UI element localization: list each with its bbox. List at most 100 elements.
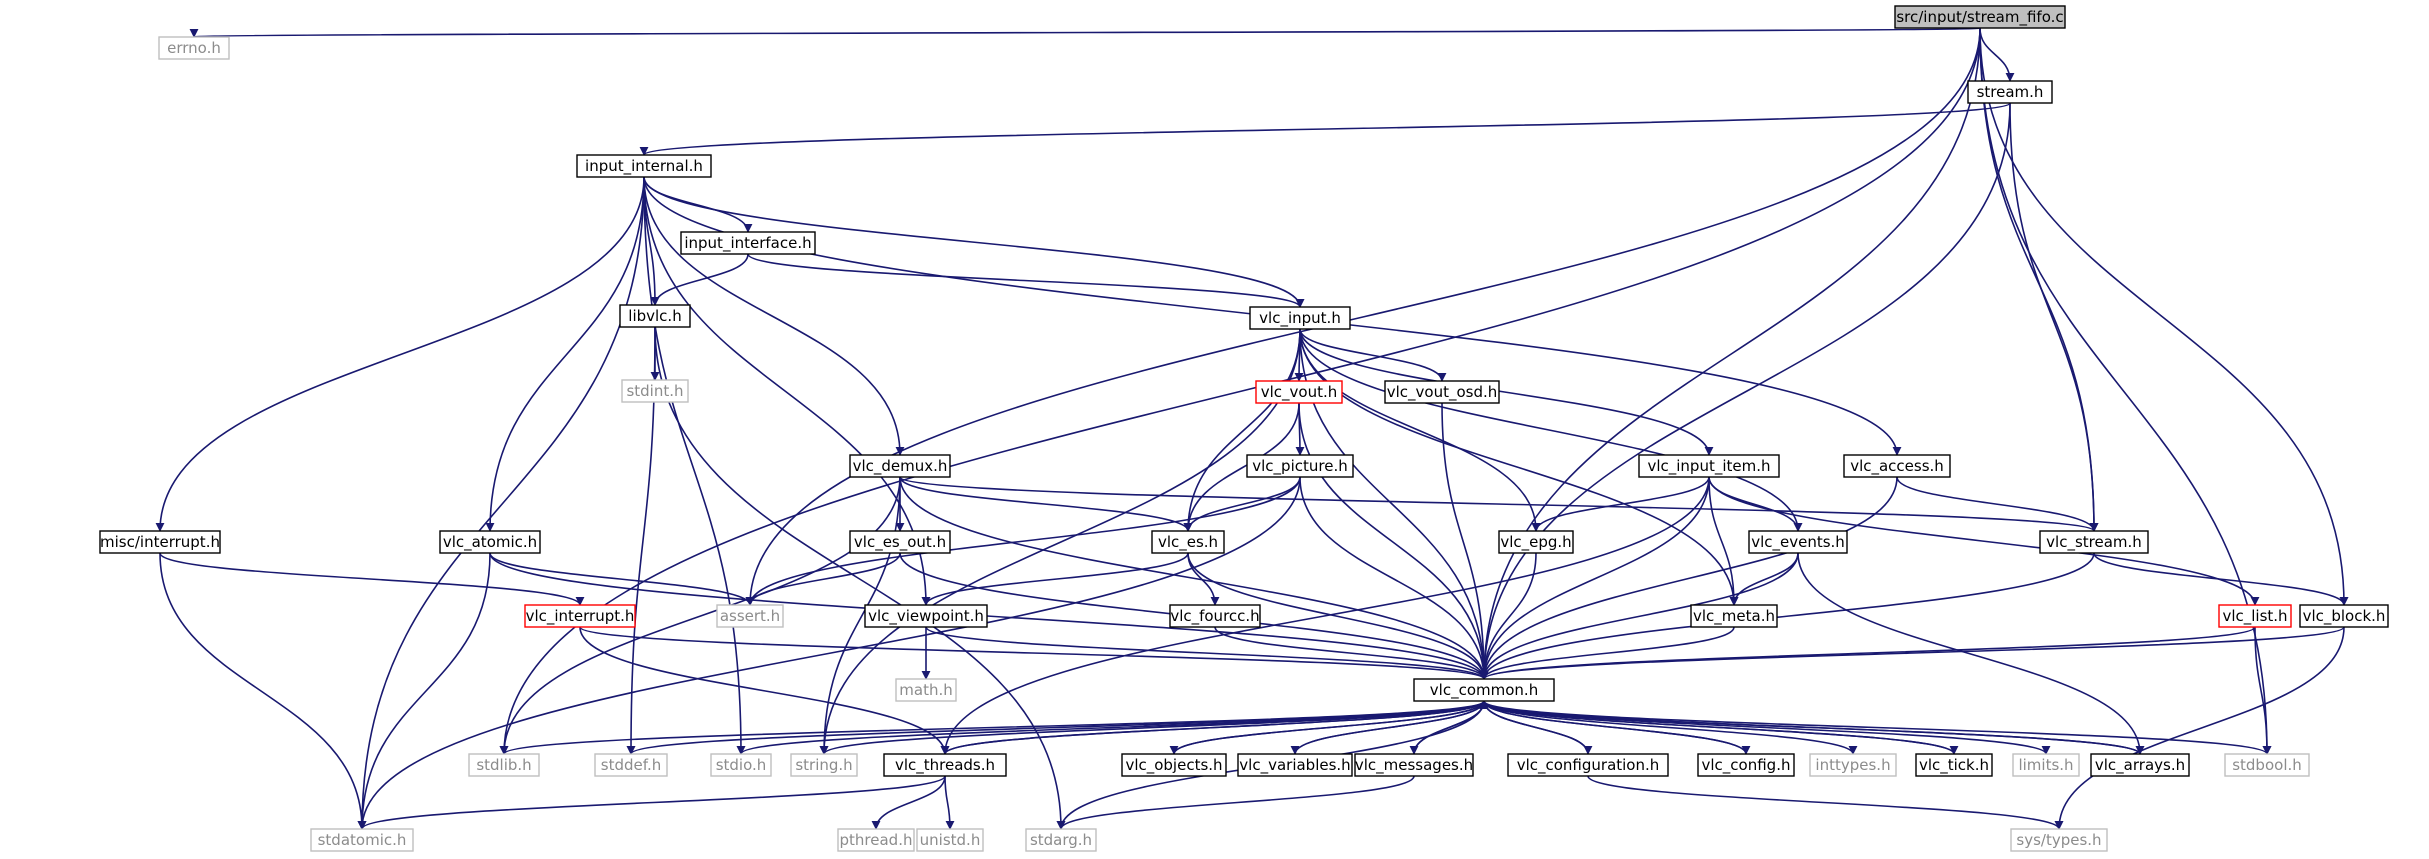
node-vlc-interrupt[interactable]: vlc_interrupt.h — [524, 604, 636, 628]
node-vlc-stream[interactable]: vlc_stream.h — [2039, 530, 2149, 554]
node-label: stdlib.h — [476, 756, 531, 774]
include-edge-vlc_arrays-to-vlc_common — [1479, 700, 2141, 755]
node-label: vlc_messages.h — [1355, 756, 1473, 775]
node-vlc-access[interactable]: vlc_access.h — [1843, 454, 1951, 478]
include-edge-vlc_meta-to-vlc_common — [1479, 626, 1735, 680]
include-edge-stream-to-input_internal — [639, 102, 2011, 156]
include-edge-vlc_vout-to-vlc_common — [1298, 402, 1489, 680]
node-vlc-config[interactable]: vlc_config.h — [1697, 753, 1795, 777]
node-vlc-input[interactable]: vlc_input.h — [1249, 306, 1351, 330]
node-label: vlc_variables.h — [1239, 756, 1350, 775]
node-box — [99, 530, 221, 554]
include-edge-stream-to-vlc_stream — [2009, 102, 2099, 532]
node-box — [1843, 454, 1951, 478]
node-input-internal[interactable]: input_internal.h — [576, 154, 712, 178]
node-vlc-atomic[interactable]: vlc_atomic.h — [439, 530, 541, 554]
node-label: misc/interrupt.h — [100, 533, 220, 551]
node-vlc-vout-osd[interactable]: vlc_vout_osd.h — [1384, 380, 1500, 404]
include-edge-input_internal-to-input_interface — [643, 176, 753, 233]
node-string: string.h — [790, 753, 858, 777]
include-edge-vlc_common-to-limits — [1483, 700, 2051, 755]
node-box — [1255, 380, 1343, 404]
node-label: stdbool.h — [2232, 756, 2302, 774]
node-box — [864, 604, 988, 628]
include-edge-vlc_events-to-vlc_arrays — [1797, 552, 2145, 755]
node-stream[interactable]: stream.h — [1967, 80, 2053, 104]
include-edge-input_internal-to-vlc_demux — [643, 176, 905, 456]
node-root[interactable]: src/input/stream_fifo.c — [1894, 5, 2066, 29]
node-vlc-block[interactable]: vlc_block.h — [2299, 604, 2389, 628]
node-vlc-tick[interactable]: vlc_tick.h — [1915, 753, 1993, 777]
include-edge-vlc_input-to-vlc_input_item — [1299, 328, 1714, 456]
node-libvlc[interactable]: libvlc.h — [619, 304, 691, 328]
node-unistd: unistd.h — [916, 828, 984, 852]
node-box — [2012, 753, 2080, 777]
node-box — [1507, 753, 1669, 777]
node-box — [2218, 604, 2292, 628]
include-edge-vlc_demux-to-vlc_stream — [899, 476, 2099, 532]
node-assert: assert.h — [716, 604, 784, 628]
include-edge-vlc_block-to-vlc_common — [1479, 626, 2345, 680]
node-sys-types: sys/types.h — [2010, 828, 2108, 852]
node-label: errno.h — [167, 39, 221, 57]
include-edge-vlc_events-to-vlc_meta — [1729, 552, 1799, 606]
node-label: vlc_objects.h — [1125, 756, 1222, 775]
node-vlc-epg[interactable]: vlc_epg.h — [1498, 530, 1574, 554]
include-edge-vlc_input_item-to-vlc_common — [1479, 476, 1710, 680]
node-box — [1894, 5, 2066, 29]
include-edge-input_interface-to-vlc_input — [747, 253, 1305, 308]
node-misc-interrupt[interactable]: misc/interrupt.h — [99, 530, 221, 554]
node-stdarg: stdarg.h — [1025, 828, 1097, 852]
node-vlc-picture[interactable]: vlc_picture.h — [1246, 454, 1354, 478]
node-vlc-es-out[interactable]: vlc_es_out.h — [849, 530, 951, 554]
node-vlc-vout[interactable]: vlc_vout.h — [1255, 380, 1343, 404]
node-label: vlc_input.h — [1259, 309, 1341, 328]
node-box — [2090, 753, 2190, 777]
node-vlc-input-item[interactable]: vlc_input_item.h — [1638, 454, 1780, 478]
node-label: vlc_block.h — [2303, 607, 2386, 626]
node-label: vlc_viewpoint.h — [868, 607, 984, 626]
node-vlc-meta[interactable]: vlc_meta.h — [1690, 604, 1778, 628]
node-box — [1246, 454, 1354, 478]
node-vlc-common[interactable]: vlc_common.h — [1413, 678, 1555, 702]
node-vlc-viewpoint[interactable]: vlc_viewpoint.h — [864, 604, 988, 628]
include-edge-vlc_common-to-string — [819, 700, 1485, 755]
include-edge-vlc_picture-to-vlc_es — [1183, 476, 1301, 532]
include-edge-vlc_input_item-to-vlc_meta — [1708, 476, 1739, 606]
node-vlc-configuration[interactable]: vlc_configuration.h — [1507, 753, 1669, 777]
node-vlc-demux[interactable]: vlc_demux.h — [849, 454, 951, 478]
node-vlc-events[interactable]: vlc_events.h — [1748, 530, 1848, 554]
node-vlc-objects[interactable]: vlc_objects.h — [1121, 753, 1227, 777]
node-box — [883, 753, 1007, 777]
include-edge-vlc_epg-to-vlc_common — [1479, 552, 1537, 680]
node-vlc-es[interactable]: vlc_es.h — [1151, 530, 1225, 554]
node-box — [594, 753, 668, 777]
include-edge-vlc_es-to-vlc_viewpoint — [921, 552, 1189, 606]
node-vlc-messages[interactable]: vlc_messages.h — [1354, 753, 1474, 777]
node-label: stdatomic.h — [318, 831, 407, 849]
node-stdbool: stdbool.h — [2224, 753, 2310, 777]
node-box — [621, 379, 689, 403]
node-input-interface[interactable]: input_interface.h — [680, 231, 816, 255]
include-edge-vlc_list-to-stdbool — [2254, 626, 2272, 755]
node-vlc-variables[interactable]: vlc_variables.h — [1237, 753, 1353, 777]
node-label: vlc_arrays.h — [2095, 756, 2185, 775]
include-edge-vlc_variables-to-vlc_common — [1294, 700, 1489, 755]
node-box — [619, 304, 691, 328]
node-label: vlc_interrupt.h — [526, 607, 635, 626]
include-edge-vlc_common-to-stdbool — [1483, 700, 2272, 755]
include-edge-vlc_common-to-inttypes — [1483, 700, 1858, 755]
node-box — [1967, 80, 2053, 104]
node-inttypes: inttypes.h — [1809, 753, 1897, 777]
node-label: vlc_tick.h — [1919, 756, 1989, 775]
include-edge-vlc_access-to-vlc_stream — [1896, 476, 2099, 532]
node-vlc-threads[interactable]: vlc_threads.h — [883, 753, 1007, 777]
node-box — [837, 828, 915, 852]
node-stdatomic: stdatomic.h — [310, 828, 414, 852]
node-vlc-fourcc[interactable]: vlc_fourcc.h — [1169, 604, 1261, 628]
node-label: vlc_atomic.h — [443, 533, 537, 552]
node-box — [1354, 753, 1474, 777]
include-edge-misc_interrupt-to-vlc_interrupt — [159, 552, 585, 606]
node-vlc-list[interactable]: vlc_list.h — [2218, 604, 2292, 628]
node-vlc-arrays[interactable]: vlc_arrays.h — [2090, 753, 2190, 777]
